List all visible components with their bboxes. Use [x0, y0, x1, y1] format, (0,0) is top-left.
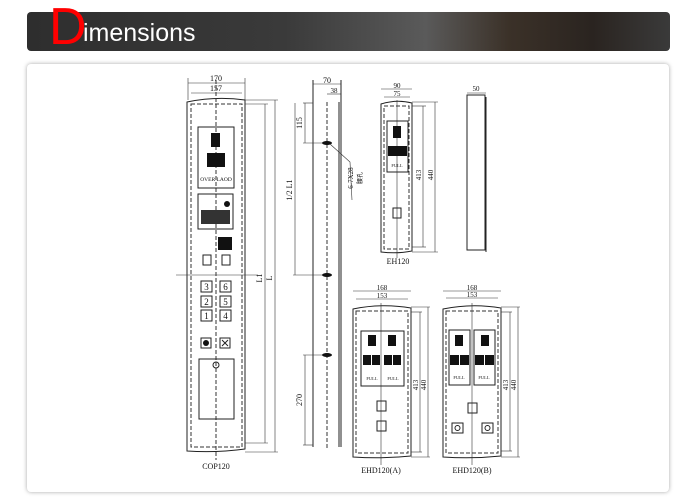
- ehd120b-label: EHD120(B): [452, 466, 491, 475]
- cop-width-outer: 170: [210, 74, 222, 83]
- ehd120a-h-inner: 413: [412, 379, 420, 390]
- key-2: 2: [204, 297, 209, 307]
- key-5: 5: [223, 297, 228, 307]
- eh120-depth: 50: [473, 85, 481, 93]
- bottom-hole-dim: 270: [295, 394, 304, 406]
- ehd120a-label: EHD120(A): [361, 466, 401, 475]
- eh120-h-outer: 440: [427, 169, 435, 180]
- eh120-view: 90 75 FULL 413 440 EH120 50: [380, 82, 487, 266]
- hole-note-sub: 腰孔: [356, 172, 364, 184]
- eh120-width-outer: 90: [394, 82, 402, 90]
- cop120-front-view: 170 157 L1 L OVER LAOD 3 6 2 5 1 4 COP12…: [176, 74, 278, 471]
- side-view: 70 38 115 1/2 L1 270 6-7X28 腰孔: [285, 76, 364, 450]
- key-4: 4: [223, 311, 228, 321]
- overload-text: OVER LAOD: [200, 177, 232, 183]
- side-offset: 38: [331, 87, 339, 95]
- ehd120a-width-outer: 168: [377, 284, 388, 292]
- ehd120b-full-left: FULL: [453, 375, 465, 380]
- ehd120b-width-outer: 168: [467, 284, 478, 292]
- eh120-full: FULL: [391, 163, 403, 168]
- key-3: 3: [204, 282, 209, 292]
- drawing-card: [27, 64, 669, 492]
- cop-dim-l: L: [265, 275, 274, 280]
- eh120-width-inner: 75: [394, 90, 402, 98]
- eh120-label: EH120: [387, 257, 410, 266]
- ehd120b-h-outer: 440: [510, 379, 518, 390]
- ehd120a-h-outer: 440: [420, 379, 428, 390]
- ehd120b-h-inner: 413: [502, 379, 510, 390]
- cop120-label: COP120: [202, 462, 230, 471]
- section-title: imensions: [83, 19, 196, 47]
- ehd120b-width-inner: 153: [467, 291, 478, 299]
- key-6: 6: [223, 282, 228, 292]
- title-initial: D: [49, 0, 87, 56]
- top-hole-dim: 115: [295, 117, 304, 129]
- eh120-h-inner: 413: [415, 169, 423, 180]
- half-l1-dim: 1/2 L1: [285, 179, 294, 200]
- ehd120b-full-right: FULL: [478, 375, 490, 380]
- cop-dim-l1: L1: [255, 274, 264, 283]
- hole-note: 6-7X28: [347, 167, 355, 189]
- ehd120a-full-left: FULL: [366, 376, 378, 381]
- side-width: 70: [323, 76, 331, 85]
- ehd120a-width-inner: 153: [377, 292, 388, 300]
- key-1: 1: [204, 311, 209, 321]
- ehd120a-view: 168 153 FULL FULL 413 440 EHD120(A): [352, 284, 430, 475]
- ehd120b-view: 168 153 FULL FULL 413 440 EHD120(B): [442, 284, 520, 475]
- section-header: D imensions: [27, 1, 670, 53]
- ehd120a-full-right: FULL: [387, 376, 399, 381]
